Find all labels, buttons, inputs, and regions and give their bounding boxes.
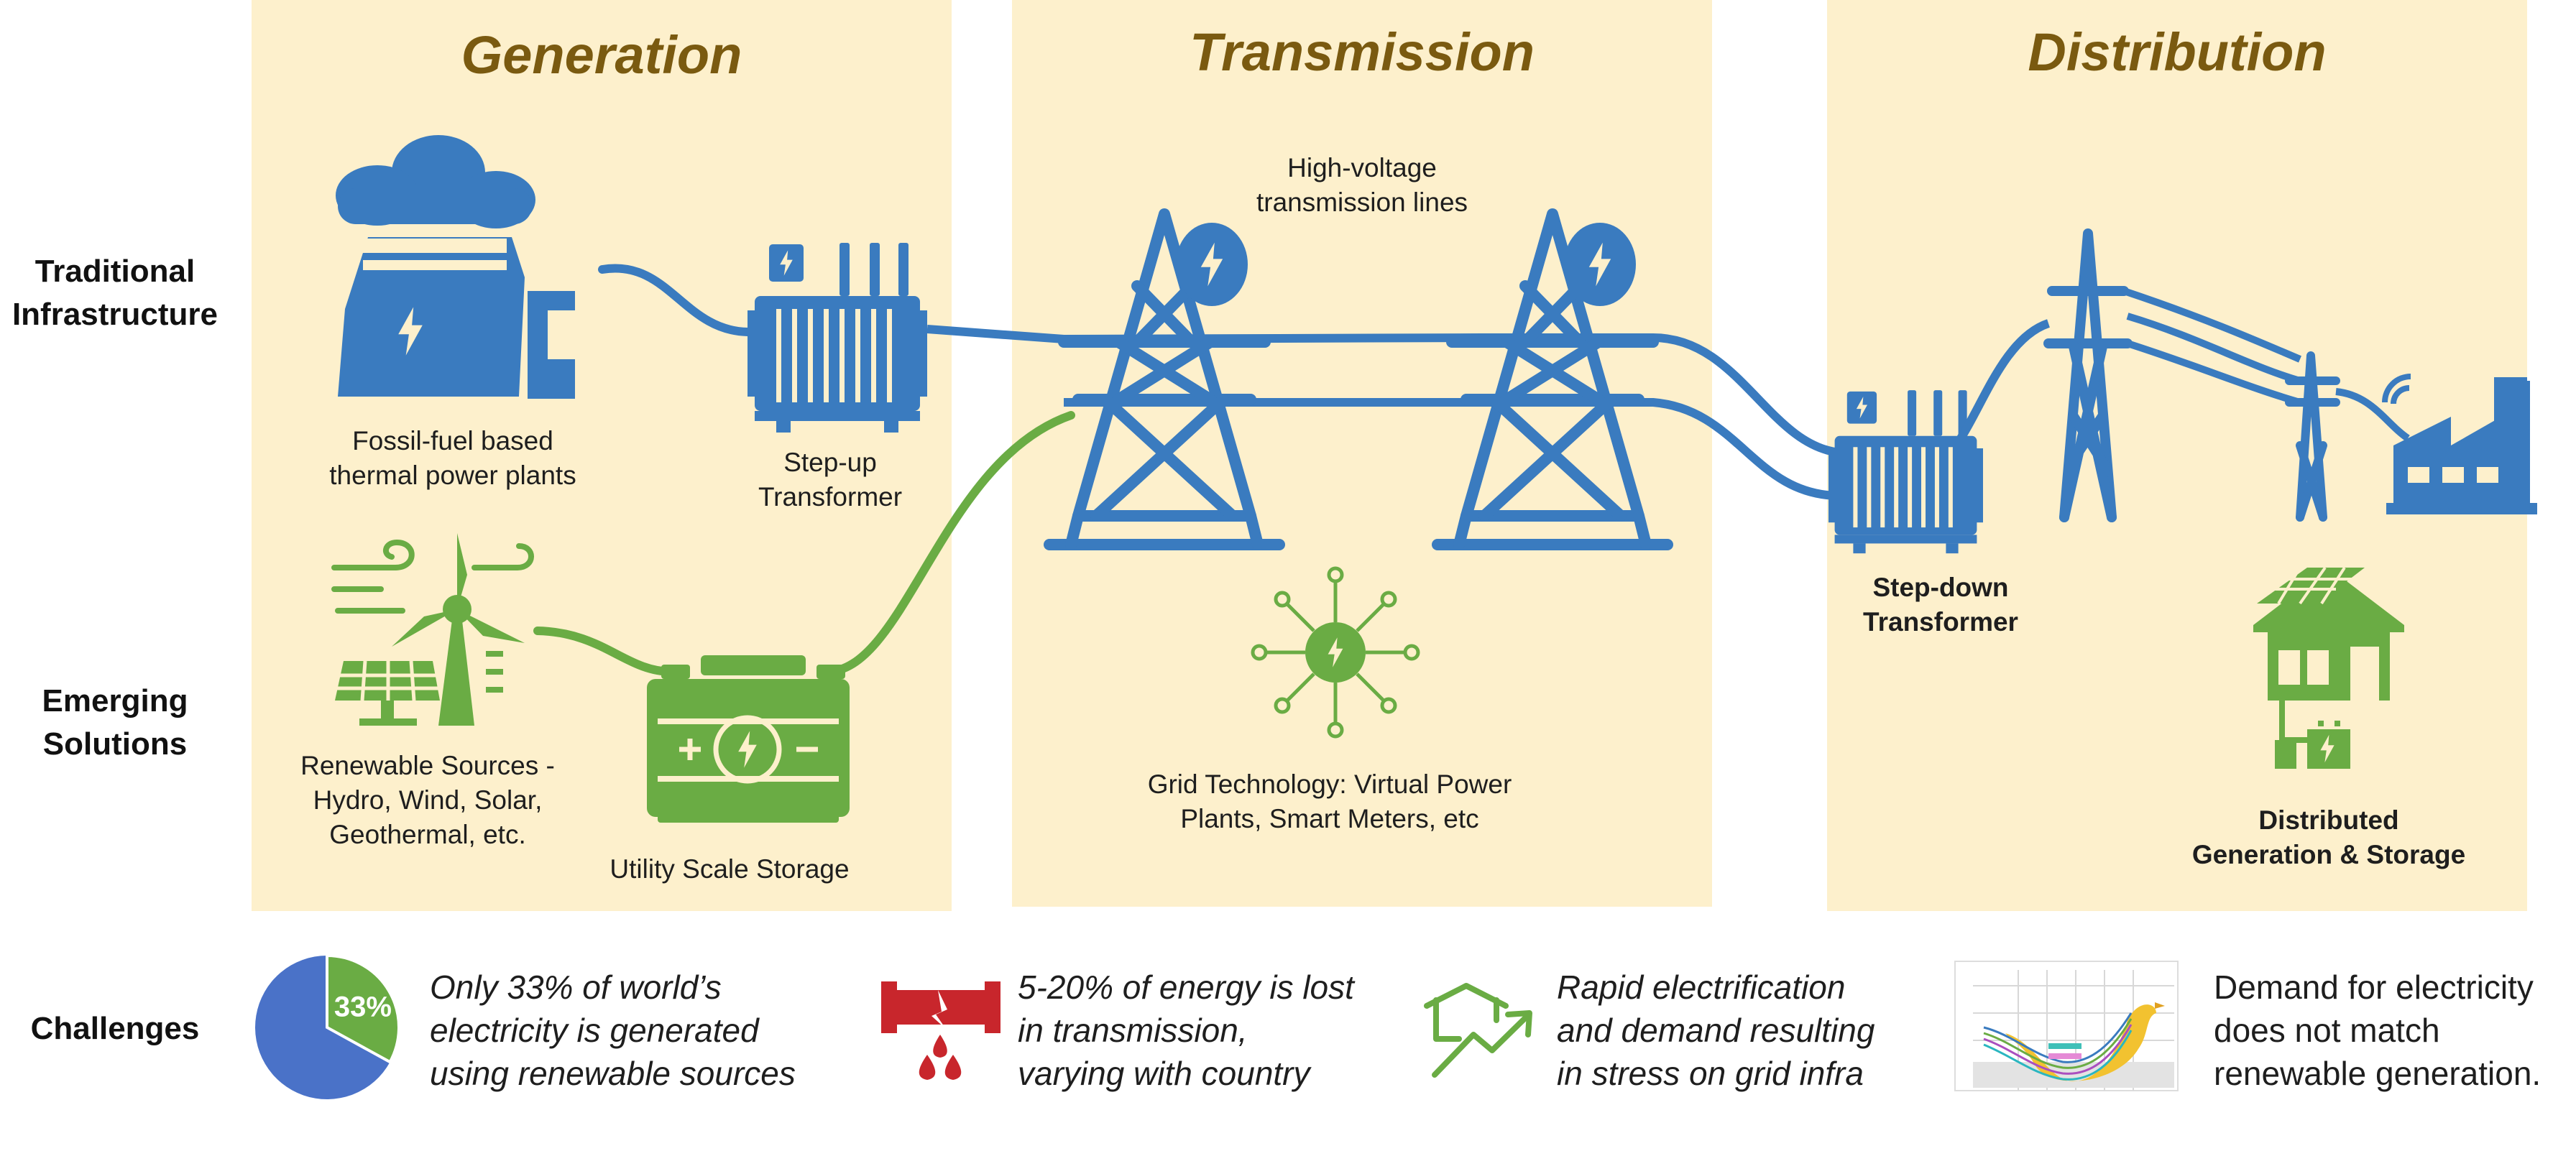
caption-step-up-line2: Transformer: [758, 482, 903, 512]
caption-step-down: Step-down Transformer: [1840, 570, 2041, 639]
tower-1-bolt-icon: [1176, 223, 1248, 306]
utility-pole-icon: [2285, 351, 2340, 522]
challenge-demand-line1: Rapid electrification: [1557, 969, 1846, 1006]
challenge-renewable-line2: electricity is generated: [430, 1012, 759, 1049]
caption-distributed-line1: Distributed: [2258, 805, 2399, 835]
tower-2-bolt-icon: [1564, 223, 1636, 306]
caption-distributed-line2: Generation & Storage: [2191, 840, 2466, 869]
transmission-title: Transmission: [1190, 22, 1535, 82]
caption-fossil-line2: thermal power plants: [329, 461, 576, 490]
caption-grid-tech-line1: Grid Technology: Virtual Power: [1147, 769, 1512, 799]
factory-icon: [2382, 374, 2537, 514]
challenge-renewable-line1: Only 33% of world’s: [430, 969, 722, 1006]
generation-panel: Generation: [252, 0, 952, 911]
caption-step-up-line1: Step-up: [783, 448, 877, 477]
row-label-emerging: Emerging Solutions: [0, 680, 230, 766]
step-down-transformer-icon: [1828, 390, 1983, 554]
caption-hv-lines: High-voltage transmission lines: [1208, 151, 1517, 220]
caption-step-up: Step-up Transformer: [712, 445, 949, 514]
challenge-mismatch-line3: renewable generation.: [2214, 1055, 2542, 1092]
challenge-demand: Rapid electrification and demand resulti…: [1557, 966, 1874, 1095]
challenge-transmission-loss: 5-20% of energy is lost in transmission,…: [1018, 966, 1354, 1095]
challenge-demand-line3: in stress on grid infra: [1557, 1055, 1864, 1092]
renewable-share-pie: 33%: [255, 953, 401, 1099]
challenge-mismatch-line2: does not match: [2214, 1012, 2440, 1049]
caption-renewables: Renewable Sources - Hydro, Wind, Solar, …: [284, 749, 571, 852]
challenges-icons: 33%: [255, 953, 2179, 1099]
emerging-solutions: [331, 411, 2404, 823]
caption-hv-lines-line2: transmission lines: [1256, 188, 1468, 217]
row-label-traditional-line1: Traditional: [34, 254, 196, 289]
row-label-emerging-line2: Solutions: [42, 726, 188, 762]
row-label-traditional-line2: Infrastructure: [12, 297, 218, 332]
caption-renewables-line1: Renewable Sources -: [300, 751, 555, 780]
challenge-mismatch-line1: Demand for electricity: [2214, 969, 2534, 1006]
row-label-emerging-line1: Emerging: [42, 683, 188, 718]
pie-slice-nonrenewable: [255, 955, 390, 1099]
challenge-renewable-line3: using renewable sources: [430, 1055, 796, 1092]
caption-grid-tech: Grid Technology: Virtual Power Plants, S…: [1121, 767, 1538, 836]
caption-grid-tech-line2: Plants, Smart Meters, etc: [1180, 804, 1479, 833]
battery-storage-icon: [647, 655, 850, 823]
caption-distributed: Distributed Generation & Storage: [2178, 803, 2480, 872]
caption-storage: Utility Scale Storage: [610, 854, 850, 884]
leaking-pipe-icon: [881, 981, 1000, 1080]
distribution-title: Distribution: [2028, 22, 2327, 82]
challenge-demand-line2: and demand resulting: [1557, 1012, 1875, 1049]
challenge-loss-line2: in transmission,: [1018, 1012, 1248, 1049]
house-solar-icon: [2253, 566, 2404, 769]
pie-slice-label: 33%: [334, 991, 392, 1022]
caption-hv-lines-line1: High-voltage: [1287, 153, 1437, 182]
power-plant-icon: [336, 135, 575, 399]
duck-curve-chart-icon: [1954, 961, 2179, 1091]
challenge-loss-line1: 5-20% of energy is lost: [1018, 969, 1354, 1006]
demand-growth-icon: [1424, 983, 1532, 1078]
caption-step-down-line2: Transformer: [1863, 607, 2018, 637]
challenge-renewable-share: Only 33% of world’s electricity is gener…: [430, 966, 796, 1095]
caption-fossil-line1: Fossil-fuel based: [352, 426, 553, 456]
generation-title: Generation: [461, 25, 742, 85]
caption-renewables-line2: Hydro, Wind, Solar,: [313, 785, 543, 815]
renewables-icon: [331, 533, 534, 726]
challenge-loss-line3: varying with country: [1018, 1055, 1310, 1092]
caption-fossil-plants: Fossil-fuel based thermal power plants: [302, 424, 604, 493]
transmission-panel: Transmission: [1012, 0, 1712, 907]
caption-renewables-line3: Geothermal, etc.: [329, 820, 526, 849]
distribution-pylon-icon: [2043, 228, 2133, 522]
challenge-mismatch: Demand for electricity does not match re…: [2214, 966, 2541, 1095]
row-label-challenges: Challenges: [30, 1011, 200, 1046]
step-up-transformer-icon: [748, 243, 927, 433]
caption-step-down-line1: Step-down: [1872, 573, 2009, 602]
grid-technology-icon: [1251, 566, 1420, 739]
pie-slice-renewable: [326, 953, 401, 1064]
row-label-traditional: Traditional Infrastructure: [0, 250, 230, 336]
traditional-infrastructure: [336, 135, 2537, 554]
